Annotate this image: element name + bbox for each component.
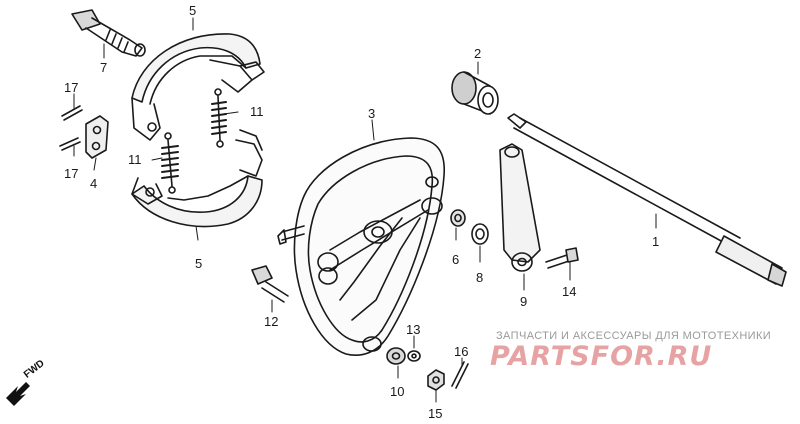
pinch-bolt-part-14 — [545, 247, 579, 269]
anchor-plate-part-4 — [85, 115, 109, 159]
cotter-pin-part-17 — [59, 105, 83, 151]
cotter-pin-part-16 — [451, 361, 469, 389]
callout-15: 15 — [428, 406, 442, 421]
watermark-brand-logo: PARTSFOR.RU — [490, 341, 713, 372]
callout-2: 2 — [474, 46, 481, 61]
return-spring-part-11-right — [211, 88, 227, 148]
callout-3: 3 — [368, 106, 375, 121]
brake-shoe-lower-part-5 — [131, 129, 263, 228]
callout-13: 13 — [406, 322, 420, 337]
callout-5-lower: 5 — [195, 256, 202, 271]
washer-part-6 — [450, 209, 466, 227]
callout-17-top: 17 — [64, 80, 78, 95]
watermark-caption: ЗАПЧАСТИ И АКСЕССУАРЫ ДЛЯ МОТОТЕХНИКИ — [496, 330, 772, 342]
brake-panel-part-3 — [277, 137, 446, 356]
callout-6: 6 — [452, 252, 459, 267]
callout-16: 16 — [454, 344, 468, 359]
brake-cam-part-7 — [71, 9, 146, 57]
leader-lines — [73, 17, 657, 403]
callout-14: 14 — [562, 284, 576, 299]
callout-5-upper: 5 — [189, 3, 196, 18]
callout-11-left: 11 — [128, 152, 142, 167]
forward-arrow-icon — [6, 382, 30, 406]
callout-4: 4 — [90, 176, 97, 191]
wave-washer-part-8 — [471, 223, 489, 245]
nut-part-10 — [386, 347, 406, 365]
callout-9: 9 — [520, 294, 527, 309]
callout-8: 8 — [476, 270, 483, 285]
brake-arm-lever-part-9 — [499, 143, 541, 272]
return-spring-part-11-left — [161, 132, 179, 194]
washer-part-13 — [407, 350, 421, 362]
callout-7: 7 — [100, 60, 107, 75]
callout-11-right: 11 — [250, 104, 264, 119]
callout-17-bottom: 17 — [64, 166, 78, 181]
callout-1: 1 — [652, 234, 659, 249]
callout-12: 12 — [264, 314, 278, 329]
callout-10: 10 — [390, 384, 404, 399]
bushing-part-2 — [451, 71, 499, 115]
axle-part-1 — [507, 113, 787, 287]
nut-part-15 — [427, 369, 445, 391]
brake-shoe-upper-part-5 — [131, 33, 265, 141]
bolt-part-12 — [251, 265, 289, 303]
